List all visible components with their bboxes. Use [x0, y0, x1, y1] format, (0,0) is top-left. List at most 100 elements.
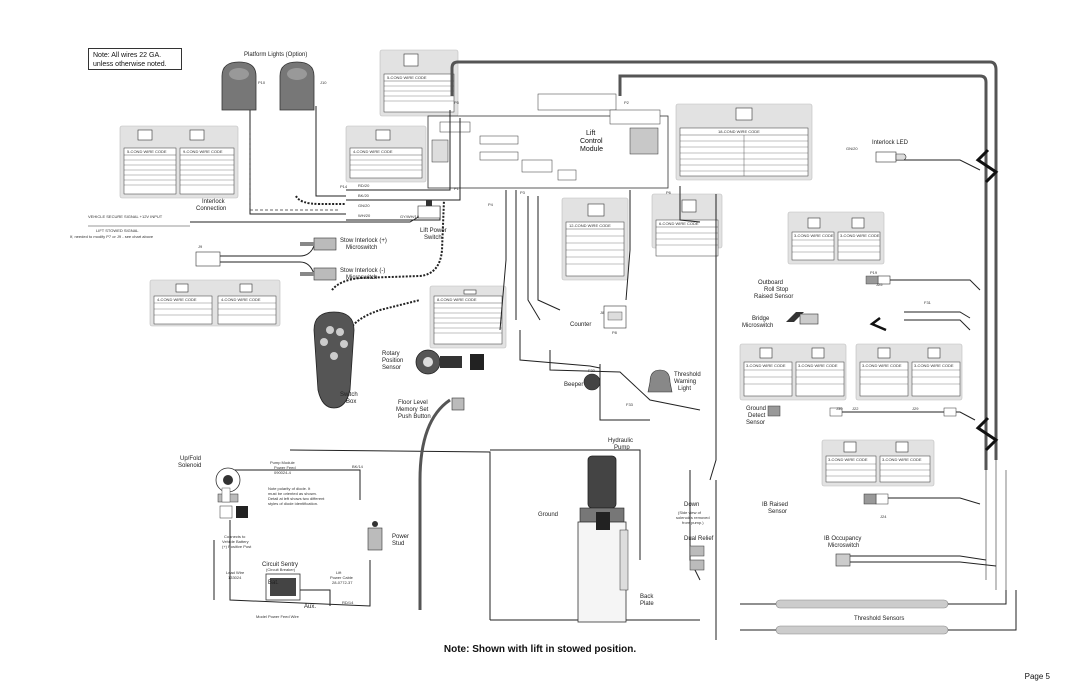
svg-text:RD/20: RD/20 [358, 183, 370, 188]
wire-lcm-p2 [346, 118, 461, 201]
threshold-label-2: Warning [674, 379, 696, 385]
svg-text:5-COND WIRE CODE: 5-COND WIRE CODE [387, 75, 427, 80]
down-label-3: solenoids removed [676, 515, 710, 520]
wire-stow-minus [220, 261, 315, 275]
lift-power-cable-label-3: 28-0772-37 [332, 580, 353, 585]
svg-text:GN/20: GN/20 [358, 203, 370, 208]
lcm-title-2: Control [580, 138, 603, 145]
floor-level-label-2: Memory Set [396, 407, 429, 413]
svg-text:P4: P4 [488, 202, 494, 207]
wire-table-18: 18-COND WIRE CODE [679, 127, 809, 177]
wire-ib-occ-2 [850, 561, 997, 567]
svg-text:J24: J24 [880, 514, 887, 519]
svg-text:3-COND WIRE CODE: 3-COND WIRE CODE [862, 363, 902, 368]
diode-note-3: Detail at left shows two different [268, 496, 325, 501]
ib-raised-label-2: Sensor [768, 509, 787, 515]
outboard-label-3: Raised Sensor [754, 294, 793, 300]
interlock-conn-label: Interlock [202, 199, 226, 205]
threshold-sensors-label: Threshold Sensors [854, 616, 904, 622]
wire-counter [537, 196, 561, 311]
svg-text:12-COND WIRE CODE: 12-COND WIRE CODE [569, 223, 611, 228]
svg-text:GY/WH/10: GY/WH/10 [400, 214, 420, 219]
ground-detect-label: Ground [746, 406, 766, 412]
svg-text:GN/20: GN/20 [846, 146, 858, 151]
wire-light-left [249, 106, 346, 215]
counter-label: Counter [570, 322, 591, 328]
beeper [583, 373, 601, 391]
floor-level-label: Floor Level [398, 400, 428, 406]
wire-table-9: 9-COND WIRE CODE [179, 147, 235, 195]
lift-power-switch-label-2: Switch [424, 235, 442, 241]
ground-detect-label-2: Detect [748, 413, 766, 419]
floor-level-button [451, 397, 465, 411]
wire-ib-raised [888, 497, 981, 505]
svg-text:3-COND WIRE CODE: 3-COND WIRE CODE [882, 457, 922, 462]
svg-text:J10: J10 [320, 80, 327, 85]
pump-module-label: Pump Module [270, 460, 295, 465]
down-label-4: from pump.) [682, 520, 704, 525]
svg-text:F31: F31 [924, 300, 932, 305]
wire-beeper [519, 330, 601, 369]
wire-bridge-2 [904, 319, 971, 331]
switch-box [313, 311, 355, 409]
wire-p2-6 [679, 186, 701, 223]
battery-label-2: Vehicle Battery [222, 539, 249, 544]
stowed-position-note: Note: Shown with lift in stowed position… [443, 644, 637, 655]
wire-table-4-left: 4-COND WIRE CODE 4-COND WIRE CODE [153, 295, 277, 325]
dashed-light [249, 130, 340, 211]
svg-text:P10: P10 [258, 80, 266, 85]
gauge-note-line2: unless otherwise noted. [93, 61, 167, 68]
ib-occupancy-microswitch [835, 553, 851, 567]
bat-label: Bat. [268, 580, 279, 586]
wire-beeper-2 [599, 364, 650, 421]
outboard-label: Outboard [758, 280, 783, 286]
svg-text:P3: P3 [520, 190, 526, 195]
threshold-label-3: Light [678, 386, 691, 392]
platform-light-right [279, 61, 315, 111]
svg-text:3-COND WIRE CODE: 3-COND WIRE CODE [746, 363, 786, 368]
svg-text:3-COND WIRE CODE: 3-COND WIRE CODE [798, 363, 838, 368]
harness-right [618, 74, 988, 470]
power-stud [367, 521, 383, 551]
svg-text:3-COND WIRE CODE: 3-COND WIRE CODE [794, 233, 834, 238]
wire-table-12: 12-COND WIRE CODE [565, 221, 625, 277]
platform-light-left [221, 61, 257, 111]
break-mark-3 [869, 317, 887, 332]
svg-text:5-COND WIRE CODE: 5-COND WIRE CODE [127, 149, 167, 154]
ib-occupancy-label: IB Occupancy [824, 536, 861, 542]
outboard-label-2: Roll Stop [764, 287, 789, 293]
lift-stowed-label: LIFT STOWED SIGNAL [96, 228, 139, 233]
svg-text:BK/14: BK/14 [352, 464, 364, 469]
rotary-label-3: Sensor [382, 365, 401, 371]
threshold-label: Threshold [674, 372, 701, 378]
wire-table-3-ib: 3-COND WIRE CODE 3-COND WIRE CODE [825, 455, 931, 483]
wire-table-4: 4-COND WIRE CODE [349, 147, 423, 179]
wire-p8 [625, 190, 631, 301]
wire-table-6: 6-COND WIRE CODE [655, 219, 719, 257]
diode-detail [219, 487, 248, 519]
bridge-microswitch [786, 312, 819, 325]
harness-box [345, 299, 421, 339]
svg-text:J9: J9 [198, 244, 203, 249]
harness-platform [295, 195, 346, 205]
battery-label-3: (+) Positive Post [222, 544, 252, 549]
wire-annotations: RD/20 BK/20 GN/20 WH/20 BK/14 RD/14 GN/2… [198, 80, 932, 605]
hydraulic-pump [577, 455, 629, 623]
svg-text:J29: J29 [912, 406, 919, 411]
dual-relief-label: Dual Relief [684, 536, 714, 542]
diode-note-4: styles of diode identification. [268, 501, 318, 506]
ground-detect-sensor [767, 405, 957, 417]
ib-raised-sensor [863, 493, 889, 505]
wire-p5 [499, 190, 507, 331]
pump-module-label-3: 090024-4 [274, 470, 292, 475]
wire-aux [300, 589, 331, 606]
wire-interlock-led [880, 159, 981, 171]
beeper-label: Beeper [564, 382, 583, 388]
svg-text:8-COND WIRE CODE: 8-COND WIRE CODE [437, 297, 477, 302]
harness-switch [331, 199, 445, 291]
stow-minus-label-2: Microswitch [346, 275, 377, 281]
bridge-label-2: Microswitch [742, 323, 773, 329]
back-plate-label: Back [640, 594, 654, 600]
svg-text:3-COND WIRE CODE: 3-COND WIRE CODE [828, 457, 868, 462]
